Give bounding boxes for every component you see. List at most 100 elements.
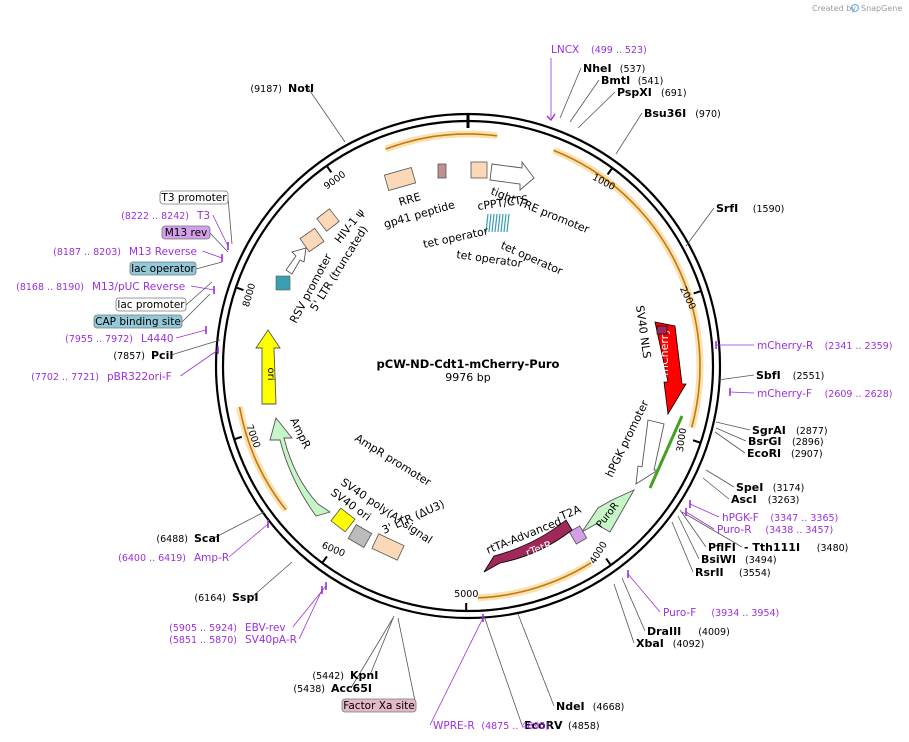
gp41-feature[interactable] [437, 163, 447, 179]
enzyme-site[interactable]: PspXI(691) [617, 86, 687, 99]
enzyme-site[interactable]: NotI(9187) [250, 82, 314, 95]
sv40-nls-feature[interactable] [656, 325, 668, 335]
leader-line [679, 509, 707, 548]
orf-arc[interactable] [553, 149, 701, 428]
label-box [115, 297, 187, 312]
primer[interactable]: SV40pA-R(5851 .. 5870) [169, 586, 323, 646]
enzyme-position: (970) [695, 109, 721, 120]
enzyme-name: EcoRI [747, 447, 781, 460]
leader-line [714, 431, 746, 454]
boxed-feature-label[interactable]: M13 rev [161, 225, 211, 240]
ltr5-feature[interactable] [299, 227, 325, 253]
enzyme-site[interactable]: - Tth111I(3480) [744, 541, 848, 554]
primer[interactable]: Puro-F(3934 .. 3954) [627, 570, 779, 619]
primer[interactable]: Puro-R(3438 .. 3457) [685, 508, 833, 536]
primer[interactable]: M13 Reverse(8187 .. 8203) [53, 246, 223, 262]
tre-promoter-feature[interactable] [489, 160, 535, 191]
enzyme-site[interactable]: SpeI(3174) [736, 481, 804, 494]
enzyme-name: BsiWI [701, 553, 736, 566]
mcherry-feature[interactable] [654, 321, 687, 416]
ampr-promoter-label: AmpR promoter [352, 432, 433, 490]
enzyme-position: (4092) [673, 639, 705, 650]
rre-feature[interactable] [383, 166, 417, 192]
enzyme-site[interactable]: BsiWI(3494) [701, 553, 777, 566]
enzyme-site[interactable]: AscI(3263) [731, 493, 799, 506]
enzyme-position: (2907) [791, 449, 823, 460]
rsv-promoter-feature[interactable] [285, 247, 307, 275]
primer[interactable]: Amp-R(6400 .. 6419) [118, 520, 269, 564]
primer[interactable]: hPGK-F(3347 .. 3365) [689, 500, 838, 524]
primer-position: (8222 .. 8242) [121, 211, 189, 222]
boxed-feature-label[interactable]: CAP binding site [93, 314, 183, 329]
primer-name: WPRE-R [433, 720, 475, 732]
enzyme-site[interactable]: PciI(7857) [113, 349, 173, 362]
boxed-feature-label[interactable]: Factor Xa site [341, 698, 417, 713]
ampr-feature[interactable] [269, 417, 332, 517]
enzyme-site[interactable]: SgrAI(2877) [752, 424, 828, 437]
primer[interactable]: L4440(7955 .. 7972) [65, 326, 207, 345]
enzyme-site[interactable]: SbfI(2551) [756, 369, 824, 382]
label-text: lac operator [131, 263, 195, 275]
primer[interactable]: M13/pUC Reverse(8168 .. 8190) [16, 281, 215, 294]
enzyme-site[interactable]: DraIII(4009) [647, 625, 730, 638]
enzyme-site[interactable]: XbaI(4092) [636, 637, 704, 650]
enzyme-site[interactable]: Bsu36I(970) [644, 107, 721, 120]
tet-operator-feature[interactable] [485, 213, 510, 233]
cppt-feature[interactable] [470, 161, 488, 179]
enzyme-site[interactable]: ScaI(6488) [156, 532, 220, 545]
sv40-ori-feature[interactable] [330, 507, 356, 533]
enzyme-site[interactable]: PflFI [708, 541, 736, 554]
primer[interactable]: EBV-rev(5905 .. 5924) [169, 582, 327, 634]
primer[interactable]: mCherry-F(2609 .. 2628) [729, 388, 892, 400]
sv40-polya-feature[interactable] [347, 524, 373, 548]
enzyme-name: KpnI [350, 669, 378, 682]
t2a-feature[interactable] [568, 525, 588, 545]
ori-feature[interactable] [255, 329, 281, 405]
primer[interactable]: mCherry-R(2341 .. 2359) [715, 340, 892, 352]
lac-feature-block[interactable] [275, 275, 291, 291]
enzyme-site[interactable]: RsrII(3554) [695, 566, 771, 579]
rtetr-feature[interactable] [483, 519, 573, 573]
hpgk-promoter-feature[interactable] [635, 419, 665, 485]
enzyme-site[interactable]: EcoRI (2907) [747, 447, 823, 460]
primer-name: M13 Reverse [129, 246, 197, 258]
enzyme-site[interactable]: EcoRV(4858) [524, 719, 600, 732]
boxed-feature-label[interactable]: lac operator [129, 261, 197, 276]
primer[interactable]: LNCX(499 .. 523) [546, 44, 647, 122]
boxed-feature-label[interactable]: T3 promoter [159, 190, 229, 205]
primer[interactable]: pBR322ori-F(7702 .. 7721) [31, 346, 219, 383]
enzyme-position: (4009) [698, 627, 730, 638]
enzyme-site[interactable]: Acc65I(5438) [293, 682, 372, 695]
enzyme-name: SspI [232, 591, 258, 604]
enzyme-site[interactable]: SrfI(1590) [716, 202, 784, 215]
enzyme-site[interactable]: BmtI(541) [601, 74, 663, 87]
leader-line [180, 349, 219, 377]
primer-name: L4440 [141, 333, 174, 345]
label-text: lac promoter [117, 299, 185, 311]
ltr3-feature[interactable] [371, 533, 405, 561]
primer[interactable]: T3(8222 .. 8242) [121, 210, 229, 250]
enzyme-site[interactable]: KpnI(5442) [312, 669, 378, 682]
enzyme-name: AscI [731, 493, 757, 506]
enzyme-site[interactable]: NdeI(4668) [556, 700, 624, 713]
tick-label: 6000 [320, 540, 347, 559]
hiv-psi-feature[interactable] [316, 208, 340, 232]
enzyme-position: (4858) [568, 721, 600, 732]
enzyme-site[interactable]: BsrGI(2896) [748, 435, 824, 448]
enzyme-site[interactable]: SspI (6164) [194, 591, 258, 604]
tick-mark [693, 290, 702, 295]
boxed-feature-label[interactable]: lac promoter [115, 297, 187, 312]
enzyme-name: NdeI [556, 700, 585, 713]
leader-line [517, 613, 555, 707]
leader-line [715, 421, 751, 431]
orf-arc[interactable] [238, 406, 287, 511]
orf-highlight[interactable] [477, 559, 593, 602]
orf-highlight[interactable] [384, 130, 498, 153]
enzyme-site[interactable]: NheI(537) [583, 62, 645, 75]
orf-arc[interactable] [477, 562, 592, 599]
orf-arc[interactable] [385, 133, 498, 150]
primer-position: (8168 .. 8190) [16, 282, 84, 293]
enzyme-position: (9187) [250, 84, 282, 95]
primer[interactable]: WPRE-R(4875 .. 4895) [433, 614, 549, 732]
enzyme-position: (6164) [194, 593, 226, 604]
